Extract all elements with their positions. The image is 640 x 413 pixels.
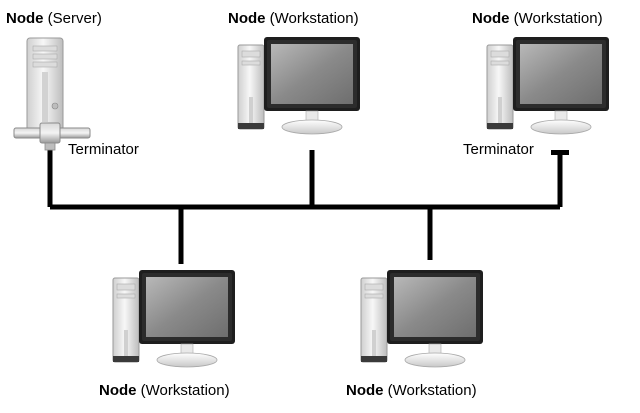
node-label-name: Node	[99, 382, 137, 399]
node-label-name: Node	[346, 382, 384, 399]
terminator-label-left: Terminator	[68, 141, 139, 158]
t-connector	[13, 122, 91, 151]
workstation-computer-top-middle	[237, 36, 361, 135]
node-label-workstation-top-right: Node (Workstation)	[472, 10, 603, 27]
node-label-name: Node	[472, 10, 510, 27]
node-label-workstation-bottom-left: Node (Workstation)	[99, 382, 230, 399]
node-label-role: (Workstation)	[513, 10, 603, 27]
workstation-computer-top-right	[486, 36, 610, 135]
node-label-server: Node (Server)	[6, 10, 102, 27]
node-label-role: (Server)	[47, 10, 102, 27]
node-label-name: Node	[6, 10, 44, 27]
node-label-workstation-top-middle: Node (Workstation)	[228, 10, 359, 27]
node-label-role: (Workstation)	[387, 382, 477, 399]
node-label-workstation-bottom-right: Node (Workstation)	[346, 382, 477, 399]
node-label-name: Node	[228, 10, 266, 27]
node-label-role: (Workstation)	[269, 10, 359, 27]
terminator-label-right: Terminator	[463, 141, 534, 158]
terminator-cap-right	[551, 150, 569, 155]
workstation-computer-bottom-left	[112, 269, 236, 368]
node-label-role: (Workstation)	[140, 382, 230, 399]
bus-cable	[47, 150, 563, 264]
workstation-computer-bottom-right	[360, 269, 484, 368]
